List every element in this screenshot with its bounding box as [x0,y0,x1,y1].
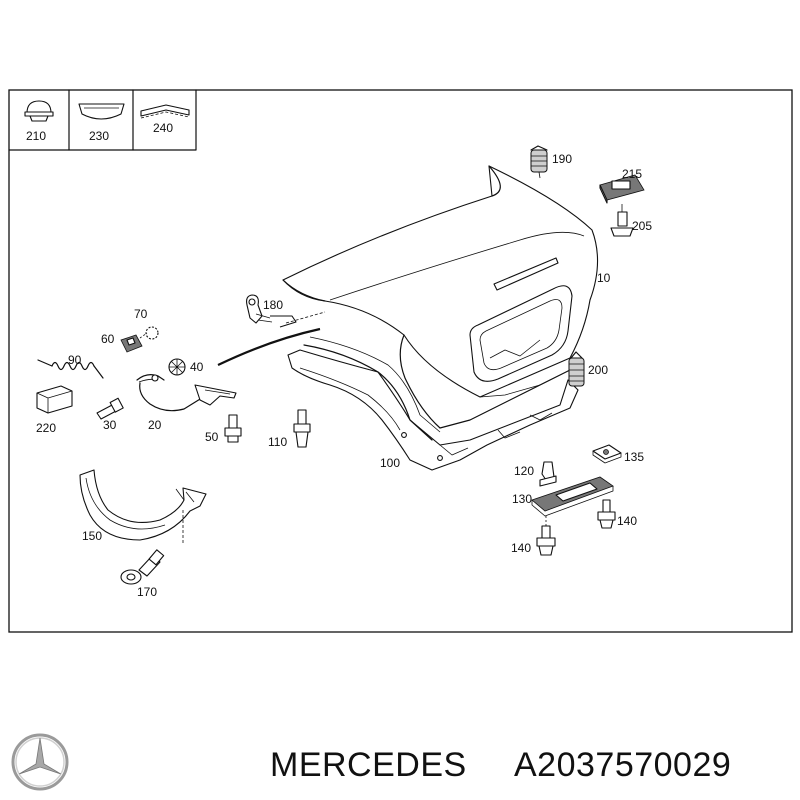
trunk-lid [282,165,599,471]
nut-135-icon [592,444,622,464]
callout-135: 135 [624,450,644,464]
bracket-60-icon [120,334,143,353]
license-light-120-icon [531,476,614,517]
callout-170: 170 [137,585,157,599]
callout-10: 10 [597,271,611,285]
seal-240-icon [140,104,190,119]
callout-100: 100 [380,456,400,470]
clip-130-icon [539,461,557,487]
callout-70: 70 [134,307,148,321]
callout-200: 200 [588,363,608,377]
bolt-110-icon [293,409,311,448]
bolt-30-icon [96,397,124,420]
callout-40: 40 [190,360,204,374]
pad-220-icon [36,385,73,414]
lock-bracket-215-icon [599,174,645,204]
part-number: A2037570029 [514,746,731,784]
clip-180-icon [246,294,297,328]
gasket-230-icon [78,103,125,120]
release-cable [217,327,321,366]
brand-name: MERCEDES [270,746,467,784]
callout-20: 20 [148,418,162,432]
lever-20-icon [136,374,237,412]
callout-110: 110 [268,435,287,449]
bolt-205-icon [610,204,634,237]
spring-90-icon [37,359,104,379]
legend-item-230: 230 [89,129,109,143]
mercedes-star-logo [11,733,69,791]
callout-50: 50 [205,430,219,444]
legend-item-240: 240 [153,121,173,135]
callout-180: 180 [263,298,283,312]
knob-40-icon [168,358,186,376]
bolt-140-b-icon [536,516,556,556]
callout-150: 150 [82,529,102,543]
callout-190: 190 [552,152,572,166]
callout-140-bottom: 140 [511,541,531,555]
callout-120: 130 [512,492,532,506]
bolt-170-icon [120,549,165,585]
legend-item-210: 210 [26,129,46,143]
diagram-frame [8,89,793,633]
callout-30: 30 [103,418,117,432]
bolt-50-icon [224,414,242,443]
callout-205: 205 [632,219,652,233]
callout-215: 215 [622,167,642,181]
legend-box: 210 230 240 [8,89,197,151]
callout-90: 90 [68,353,82,367]
bolt-140-a-icon [597,499,616,529]
callout-130: 120 [514,464,534,478]
callout-140-right: 140 [617,514,637,528]
bump-stop-190-icon [530,145,548,179]
callout-220: 220 [36,421,56,435]
clip-70-icon [145,326,159,340]
bump-stop-200-icon [568,351,585,387]
callout-60: 60 [101,332,115,346]
hinge-150-icon [79,469,207,541]
plug-210-icon [24,100,54,122]
